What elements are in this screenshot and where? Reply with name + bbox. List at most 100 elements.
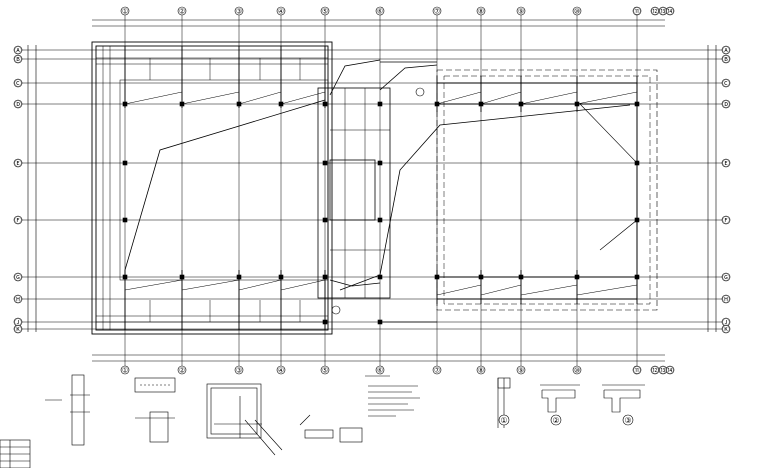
grid-label-bottom: ⑫ (652, 367, 659, 375)
beam-slope (436, 284, 482, 296)
grid-bubble-right (721, 99, 731, 109)
column (377, 217, 383, 223)
grid-bubble-top (120, 6, 130, 16)
column (179, 101, 185, 107)
column (322, 319, 328, 325)
grid-label-top: ⑦ (434, 8, 440, 16)
beam-slope (520, 284, 578, 296)
column (478, 274, 484, 280)
column (122, 160, 128, 166)
grid-bubble-left (13, 215, 23, 225)
grid-bubble-bottom (120, 365, 130, 375)
column (434, 274, 440, 280)
grid-bubble-right (721, 324, 731, 334)
right-wing-beams (436, 76, 638, 304)
column (478, 101, 484, 107)
column (322, 101, 328, 107)
beam-slope (576, 91, 638, 105)
grid-label-bottom: ⑬ (660, 367, 667, 375)
grid-label-top: ⑤ (322, 8, 328, 16)
grid-label-right: Ⓚ (723, 326, 730, 334)
grid-label-right: Ⓒ (723, 80, 730, 88)
grid-bubble-top (516, 6, 526, 16)
beam-slope (280, 279, 326, 291)
detail-marker-3: ③ (624, 416, 631, 425)
grid-bubble-left (13, 158, 23, 168)
column (377, 101, 383, 107)
left-wing-beams (124, 46, 326, 330)
column (236, 101, 242, 107)
column (122, 217, 128, 223)
grid-label-left: Ⓕ (15, 217, 22, 225)
column (278, 101, 284, 107)
grid-label-bottom: ⑭ (667, 367, 674, 375)
grid-label-right: Ⓓ (723, 101, 730, 109)
grid-label-top: ⑨ (518, 8, 524, 16)
grid-label-top: ⑧ (478, 8, 484, 16)
column (322, 274, 328, 280)
grid-label-top: ⑬ (660, 8, 667, 16)
grid-label-bottom: ⑥ (377, 367, 383, 375)
grid-bubble-right (721, 54, 731, 64)
detail-drawings (0, 374, 645, 469)
grid-label-top: ① (122, 8, 128, 16)
column (634, 217, 640, 223)
grid-label-top: ⑭ (667, 8, 674, 16)
grid-label-top: ⑫ (652, 8, 659, 16)
column (322, 217, 328, 223)
column (634, 274, 640, 280)
grid-bubble-top (276, 6, 286, 16)
grid-label-left: Ⓖ (15, 274, 22, 282)
grid-label-left: Ⓔ (15, 160, 22, 168)
beam-slope (181, 91, 240, 105)
column (322, 160, 328, 166)
section-marker (415, 87, 425, 97)
left-wing-edge-strips (96, 46, 328, 330)
grid-label-top: ④ (278, 8, 284, 16)
beam-slope (576, 284, 638, 296)
beam-slope (280, 91, 326, 105)
grid-bubble-right (721, 294, 731, 304)
column (377, 274, 383, 280)
central-core (317, 87, 391, 299)
column (236, 274, 242, 280)
column (377, 319, 383, 325)
vertical-grid-lines (124, 14, 638, 366)
beam-slope (238, 91, 282, 105)
grid-label-bottom: ⑦ (434, 367, 440, 375)
grid-label-left: Ⓗ (15, 296, 22, 304)
beam-slope (238, 279, 282, 291)
grid-label-left: Ⓐ (15, 47, 22, 55)
grid-bubble-top (234, 6, 244, 16)
dimension-lines (27, 19, 717, 362)
grid-label-left: Ⓒ (15, 80, 22, 88)
grid-bubble-right (721, 78, 731, 88)
column (122, 101, 128, 107)
grid-label-top: ⑪ (634, 8, 641, 16)
grid-bubble-top (320, 6, 330, 16)
grid-label-right: Ⓕ (723, 217, 730, 225)
beam-slope (181, 279, 240, 291)
column (377, 160, 383, 166)
grid-label-right: Ⓑ (723, 56, 730, 64)
column (634, 160, 640, 166)
section-marker (331, 305, 341, 315)
grid-label-right: Ⓐ (723, 47, 730, 55)
column (574, 274, 580, 280)
grid-bubble-left (13, 45, 23, 55)
column (634, 101, 640, 107)
grid-label-top: ② (179, 8, 185, 16)
beam-slope (124, 91, 183, 105)
grid-label-bottom: ⑪ (634, 367, 641, 375)
grid-bubble-bottom (234, 365, 244, 375)
slab-diagonals (124, 59, 631, 291)
column (122, 274, 128, 280)
grid-bubble-left (13, 78, 23, 88)
beam-slope (480, 284, 522, 296)
grid-label-right: Ⓙ (723, 319, 730, 327)
grid-bubble-bottom (516, 365, 526, 375)
